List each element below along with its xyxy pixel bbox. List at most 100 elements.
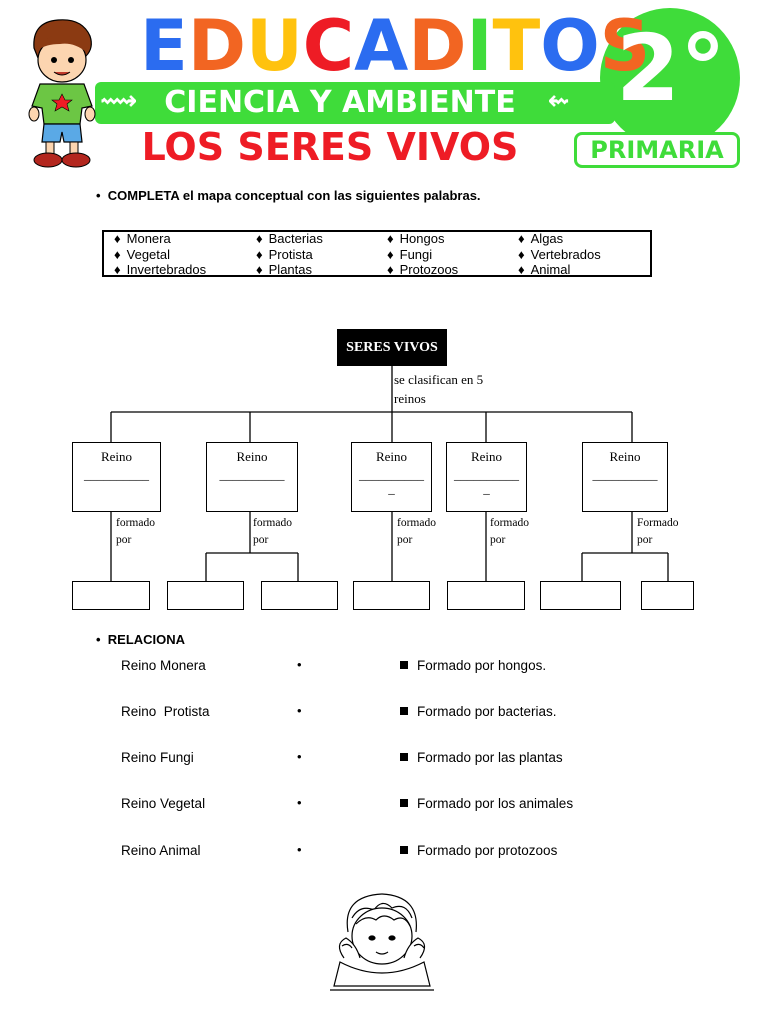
concept-map-lines [110,366,669,581]
word-bank-item: ♦Bacterias [256,231,323,246]
logo-letter: A [354,5,408,87]
logo-letter: C [302,5,354,87]
square-bullet-icon[interactable] [400,753,408,761]
instruction-relate: • RELACIONA [96,632,185,647]
bullet-dot-icon: • [96,188,108,203]
formed-by-word1: formado [253,517,292,529]
word-bank-word: Bacterias [268,231,323,246]
instruction-relate-text: RELACIONA [107,632,186,647]
square-bullet-icon[interactable] [400,799,408,807]
grade-circle [600,8,740,148]
reino-answer-blank[interactable]: __________ [454,467,519,482]
leaf-answer-box[interactable] [540,581,621,610]
heartbeat-arrow-left-icon: ⟿ [100,86,138,116]
word-bank-word: Plantas [268,262,313,277]
reino-box[interactable]: Reino __________ [206,442,298,512]
square-bullet-icon[interactable] [400,661,408,669]
relate-right-item: Formado por los animales [417,796,574,811]
word-bank-box [102,230,652,277]
word-bank-word: Protista [268,246,313,262]
logo-letter: D [187,5,246,87]
subject-title: CIENCIA Y AMBIENTE [164,85,516,120]
diamond-bullet-icon: ♦ [518,246,525,262]
formed-by-word1: formado [397,517,436,529]
relate-right-item: Formado por las plantas [417,750,563,765]
word-bank-item: ♦ Fungi [387,247,432,262]
relate-connect-dot-icon[interactable]: • [297,657,302,672]
leaf-answer-box[interactable] [641,581,694,610]
diamond-bullet-icon: ♦ [387,262,394,277]
diamond-bullet-icon: ♦ [387,246,394,262]
reino-box[interactable]: Reino ___________ [446,442,527,512]
relate-left-item: Reino Vegetal [121,796,206,811]
logo-letter: U [245,5,303,87]
word-bank-word: Vegetal [126,246,171,262]
relate-connect-dot-icon[interactable]: • [297,842,302,857]
word-bank-item: ♦Algas [518,231,563,246]
reino-box[interactable]: Reino __________ [582,442,668,512]
word-bank-word: Protozoos [399,262,459,277]
word-bank-item: ♦Vertebrados [518,247,601,262]
reino-answer-blank-extra: _ [388,481,395,496]
leaf-answer-box[interactable] [167,581,244,610]
relate-right-item: Formado por hongos. [417,658,547,673]
reino-box[interactable]: Reino __________ [72,442,161,512]
leaf-answer-box[interactable] [261,581,338,610]
word-bank-item: ♦Protista [256,247,313,262]
relate-left-item: Reino Fungi [121,750,194,765]
relate-connect-dot-icon[interactable]: • [297,703,302,718]
diamond-bullet-icon: ♦ [518,231,525,246]
formed-by-word2: por [637,534,653,546]
reino-label: Reino [100,449,133,464]
level-badge: PRIMARIA [574,132,740,168]
root-note-line1: se clasifican en 5 [394,372,484,387]
relate-connect-dot-icon[interactable]: • [297,795,302,810]
instruction-complete: • COMPLETA el mapa conceptual con las si… [96,188,481,203]
square-bullet-icon[interactable] [400,707,408,715]
reino-box[interactable]: Reino___________ [351,442,432,512]
word-bank-word: Fungi [399,246,433,262]
relate-right-item: Formado por protozoos [417,843,558,858]
leaf-answer-box[interactable] [72,581,150,610]
reino-answer-blank[interactable]: __________ [84,467,149,482]
relate-left-item: Reino Protista [121,704,210,719]
subject-banner [95,82,615,124]
reino-label: Reino [236,449,268,464]
reino-label: Reino [609,449,641,464]
word-bank-item: ♦Plantas [256,262,312,277]
relate-left-item: Reino Animal [121,843,201,858]
formed-by-word2: por [253,534,269,546]
logo-letter: O [540,5,600,87]
diamond-bullet-icon: ♦ [114,262,121,277]
formed-by-word2: por [397,534,413,546]
relate-connect-dot-icon[interactable]: • [297,749,302,764]
relate-right-item: Formado por bacterias. [417,704,557,719]
leaf-answer-box[interactable] [353,581,430,610]
word-bank-word: Invertebrados [126,262,207,277]
reino-label: Reino [470,449,503,464]
instruction-complete-text: COMPLETA el mapa conceptual con las sigu… [107,188,481,203]
diamond-bullet-icon: ♦ [518,262,525,277]
reino-answer-blank[interactable]: __________ [592,467,658,482]
reino-answer-blank-extra: _ [483,481,490,496]
thinking-child-icon [330,893,434,991]
word-bank-item: ♦ Invertebrados [114,262,206,277]
logo-letter: I [466,5,492,87]
reino-answer-blank[interactable]: __________ [219,467,285,482]
boy-mascot-icon [28,19,96,168]
word-bank-item: ♦Vegetal [114,247,170,262]
reino-answer-blank[interactable]: __________ [359,467,424,482]
square-bullet-icon[interactable] [400,846,408,854]
word-bank-word: Animal [530,262,571,277]
relate-left-item: Reino Monera [121,658,206,673]
leaf-answer-box[interactable] [447,581,525,610]
logo-letter: E [140,5,188,87]
formed-by-word1: formado [116,517,155,529]
logo-letter: S [599,5,650,87]
formed-by-label: formado por [253,515,292,549]
word-bank-item: ♦Hongos [387,231,444,246]
